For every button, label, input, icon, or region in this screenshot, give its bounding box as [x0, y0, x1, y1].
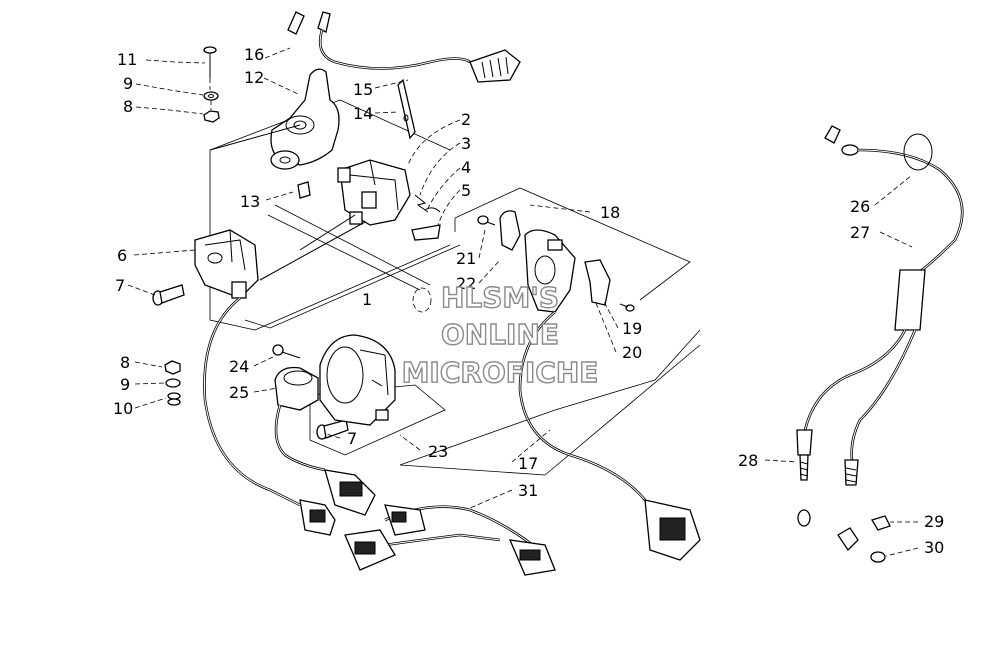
bracket-part-22: [499, 210, 521, 251]
callout-17: 17: [518, 454, 538, 473]
callout-7-upper: 7: [115, 276, 125, 295]
callout-19: 19: [622, 319, 642, 338]
switch-body-part-18: [524, 229, 576, 313]
assembly-17-outline: [399, 329, 701, 476]
callout-29: 29: [924, 512, 944, 531]
watermark-line-2: ONLINE: [441, 318, 559, 351]
callout-23: 23: [428, 442, 448, 461]
callout-30: 30: [924, 538, 944, 557]
brake-lever-housing-23: [319, 334, 396, 426]
callout-21: 21: [456, 249, 476, 268]
nut-part-8-lower: [164, 360, 181, 375]
callout-8: 8: [123, 97, 133, 116]
callout-24: 24: [229, 357, 249, 376]
wire-lead-part-16: [287, 11, 331, 35]
screw-part-19: [619, 303, 635, 312]
insert-part-13: [297, 181, 311, 199]
watermark-line-3: MICROFICHE: [402, 356, 599, 389]
switch-housing: [259, 159, 411, 281]
clamp-part-25: [274, 366, 319, 411]
callout-3: 3: [461, 134, 471, 153]
callout-9-lower: 9: [120, 375, 130, 394]
callout-16: 16: [244, 45, 264, 64]
connector-23: [324, 469, 376, 516]
washer-part-9: [203, 91, 219, 101]
watermark-line-1: HLSM'S: [441, 281, 559, 314]
watermark: HLSM'S ONLINE MICROFICHE: [401, 280, 599, 389]
fittings-parts-29-30: [837, 515, 891, 563]
harness-sleeve-27: [803, 269, 926, 461]
callout-10: 10: [113, 399, 133, 418]
washer-part-9-lower: [165, 378, 181, 388]
callout-4: 4: [461, 158, 471, 177]
spark-plug-wire-26: [824, 125, 964, 277]
callout-14: 14: [353, 104, 373, 123]
rivet-part-11: [203, 46, 217, 78]
connector-17-right: [644, 499, 701, 561]
callout-5: 5: [461, 181, 471, 200]
callout-25: 25: [229, 383, 249, 402]
callout-11: 11: [117, 50, 137, 69]
throttle-block-part-6: [194, 229, 259, 299]
callout-12: 12: [244, 68, 264, 87]
callout-31: 31: [518, 481, 538, 500]
assembly-23-outline: [309, 384, 446, 456]
screw-part-21: [477, 215, 496, 226]
assembly-1-outline: [209, 99, 461, 331]
callout-18: 18: [600, 203, 620, 222]
spring-parts-3-4: [414, 194, 441, 213]
callout-2: 2: [461, 110, 471, 129]
connector-17-left: [299, 499, 336, 536]
callout-13: 13: [240, 192, 260, 211]
callout-20: 20: [622, 343, 642, 362]
callout-15: 15: [353, 80, 373, 99]
callout-1: 1: [362, 290, 372, 309]
callout-28: 28: [738, 451, 758, 470]
wire-harness-17: [203, 296, 646, 507]
harness-part-15: [318, 29, 521, 83]
callout-9: 9: [123, 74, 133, 93]
nut-part-8: [203, 110, 220, 123]
clip-part-14: [397, 78, 416, 140]
screw-part-24: [272, 344, 301, 359]
shaft-part-1: [267, 204, 432, 313]
callout-22: 22: [456, 274, 476, 293]
assembly-18-outline: [454, 187, 691, 301]
callout-7-lower: 7: [347, 429, 357, 448]
callout-labels: 11 9 8 16 12 15 14 2 3 4 5 13 6 7 1 18 2…: [113, 45, 944, 557]
sensor-part-28: [796, 429, 859, 527]
washer-part-10: [167, 392, 181, 406]
harness-part-31: [344, 504, 556, 576]
leader-lines: [127, 47, 919, 557]
callout-26: 26: [850, 197, 870, 216]
screw-part-7-upper: [152, 284, 185, 306]
callout-27: 27: [850, 223, 870, 242]
plate-part-5: [411, 224, 441, 241]
screw-part-7-lower: [316, 419, 349, 440]
plate-part-20: [584, 259, 611, 306]
throttle-lever-part-12: [270, 68, 340, 170]
callout-6: 6: [117, 246, 127, 265]
callout-8-lower: 8: [120, 353, 130, 372]
